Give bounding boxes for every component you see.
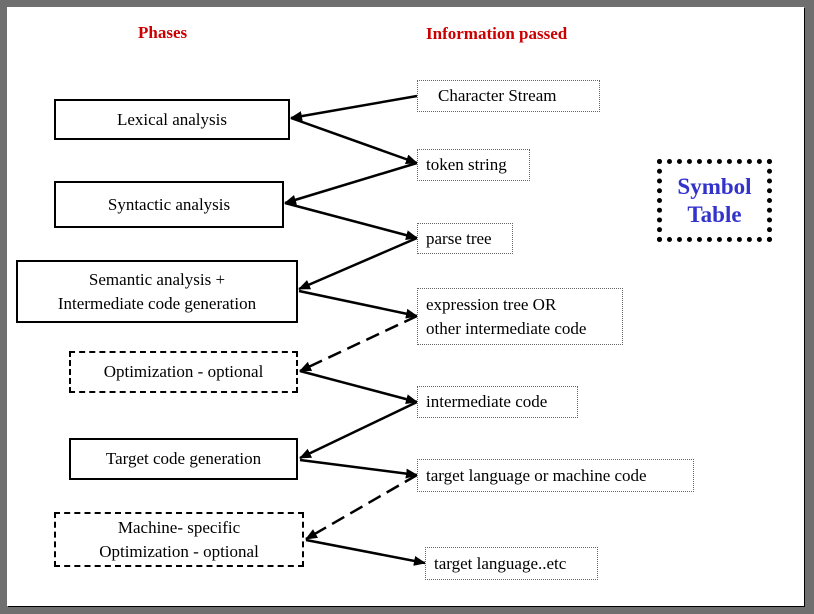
phase-machine-specific-optimization: Machine- specific Optimization - optiona… — [54, 512, 304, 567]
info-character-stream: Character Stream — [417, 80, 600, 112]
arrow-expression-to-optimization — [299, 314, 418, 373]
phase-label: Optimization - optional — [103, 362, 264, 381]
info-target-language-etc: target language..etc — [425, 547, 598, 580]
phase-label: Syntactic analysis — [107, 194, 231, 214]
info-label: target language..etc — [434, 553, 567, 573]
phase-label: Target code generation — [105, 449, 262, 468]
information-heading: Information passed — [426, 24, 568, 43]
info-label: Character Stream — [438, 86, 557, 105]
info-label: token string — [426, 155, 507, 174]
info-expression-tree: expression tree OR other intermediate co… — [417, 288, 623, 345]
phase-optimization: Optimization - optional — [69, 351, 298, 393]
arrow-lexical-to-token — [290, 116, 418, 165]
info-label: target language or machine code — [426, 465, 647, 485]
arrow-optimization-to-intermediate — [299, 369, 418, 405]
phases-heading: Phases — [138, 23, 188, 42]
info-intermediate-code: intermediate code — [417, 386, 578, 418]
arrow-syntactic-to-parse — [284, 201, 418, 241]
info-parse-tree: parse tree — [417, 223, 513, 254]
phase-label: Lexical analysis — [117, 109, 227, 129]
arrow-character-to-lexical — [290, 94, 418, 122]
info-label: expression tree OR other intermediate co… — [426, 294, 587, 338]
arrow-target-gen-to-target-language — [299, 458, 418, 479]
symbol-table: Symbol Table — [657, 159, 772, 242]
phase-syntactic-analysis: Syntactic analysis — [54, 181, 284, 228]
info-target-language-or-machine-code: target language or machine code — [417, 459, 694, 492]
phase-label: Machine- specific Optimization - optiona… — [99, 517, 259, 561]
phase-semantic-analysis: Semantic analysis + Intermediate code ge… — [16, 260, 298, 323]
arrow-intermediate-to-target-gen — [299, 400, 418, 460]
arrow-token-to-syntactic — [284, 161, 418, 205]
phase-label: Semantic analysis + Intermediate code ge… — [57, 269, 257, 313]
phase-lexical-analysis: Lexical analysis — [54, 99, 290, 140]
arrow-parse-to-semantic — [298, 236, 418, 291]
info-label: parse tree — [426, 228, 492, 248]
arrow-target-language-to-machine-opt — [305, 473, 418, 541]
info-token-string: token string — [417, 149, 530, 181]
info-label: intermediate code — [426, 392, 548, 411]
arrow-semantic-to-expression — [298, 289, 418, 319]
arrow-machine-opt-to-target-etc — [305, 538, 426, 566]
phase-target-code-generation: Target code generation — [69, 438, 298, 480]
